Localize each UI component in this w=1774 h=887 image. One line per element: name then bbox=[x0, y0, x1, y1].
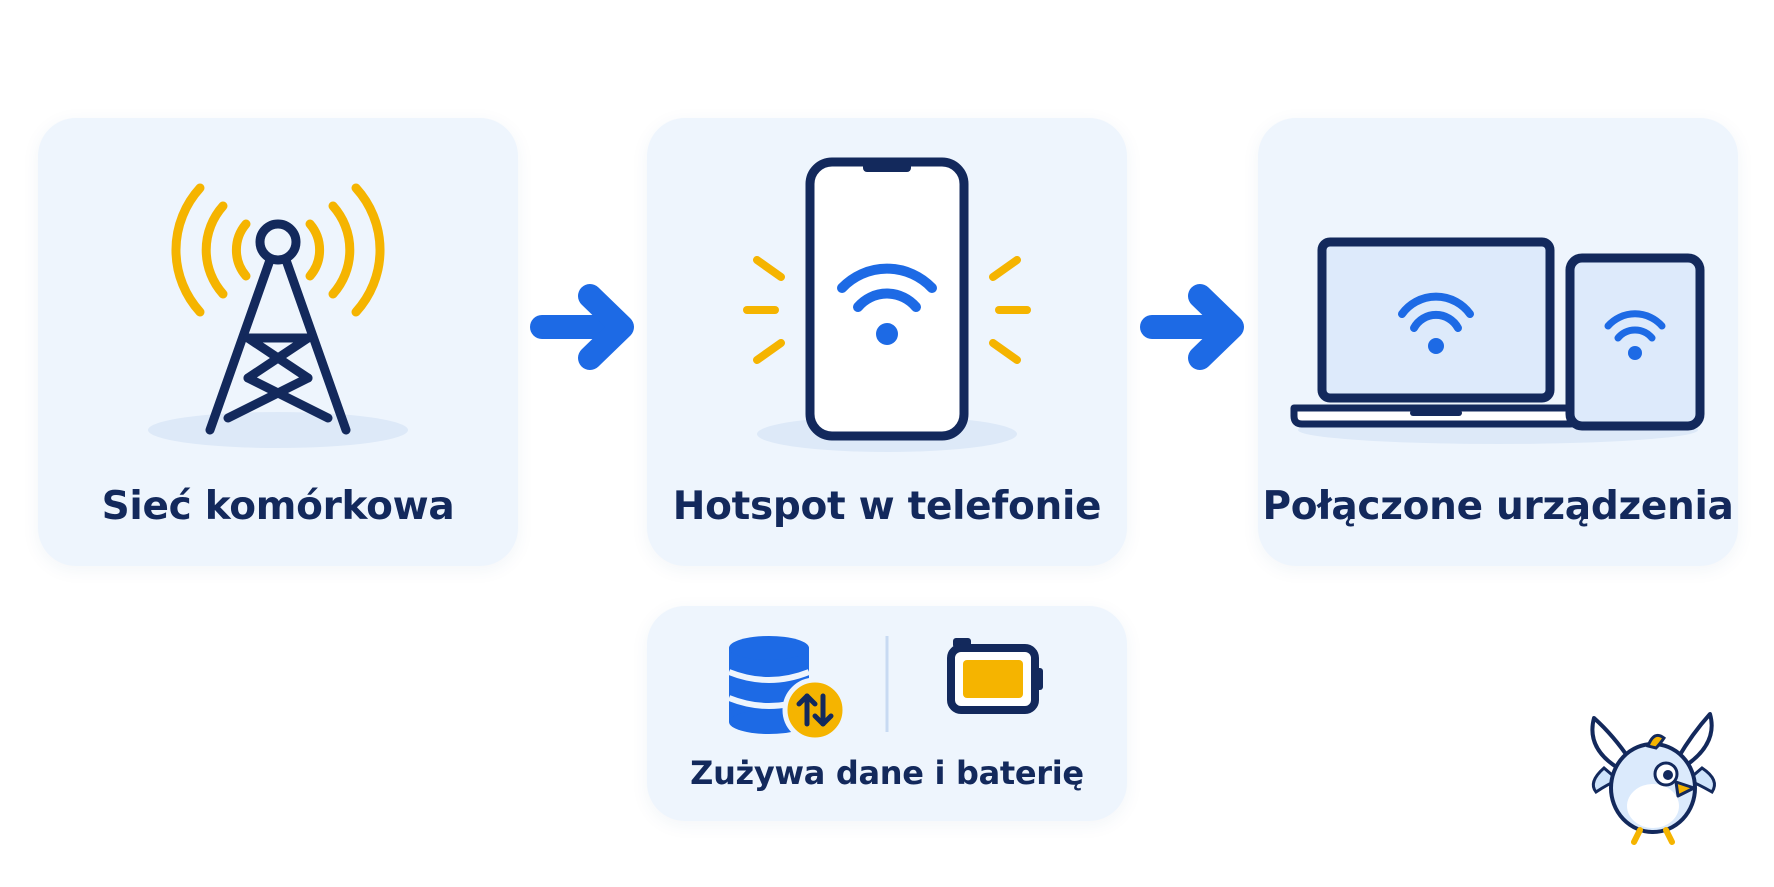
card-connected-devices: Połączone urządzenia bbox=[1258, 118, 1738, 566]
card-cell-network: Sieć komórkowa bbox=[38, 118, 518, 566]
arrow-right-icon bbox=[1140, 284, 1244, 370]
card-phone-hotspot: Hotspot w telefonie bbox=[647, 118, 1127, 566]
battery-icon bbox=[947, 638, 1043, 714]
card-label-connected-devices: Połączone urządzenia bbox=[1262, 484, 1734, 529]
bird-mascot-icon bbox=[1590, 712, 1716, 845]
arrow-right-icon bbox=[530, 284, 634, 370]
tablet-wifi-icon bbox=[1565, 253, 1705, 431]
laptop-wifi-icon bbox=[1290, 237, 1698, 444]
card-data-battery-usage: Zużywa dane i baterię bbox=[647, 606, 1127, 821]
database-transfer-icon bbox=[727, 636, 848, 743]
smartphone-hotspot-icon bbox=[743, 157, 1031, 452]
cell-tower-icon bbox=[148, 183, 408, 448]
card-label-cell-network: Sieć komórkowa bbox=[101, 484, 455, 529]
card-label-phone-hotspot: Hotspot w telefonie bbox=[672, 484, 1102, 529]
card-label-data-battery-usage: Zużywa dane i baterię bbox=[690, 754, 1084, 792]
usage-divider bbox=[885, 636, 889, 732]
